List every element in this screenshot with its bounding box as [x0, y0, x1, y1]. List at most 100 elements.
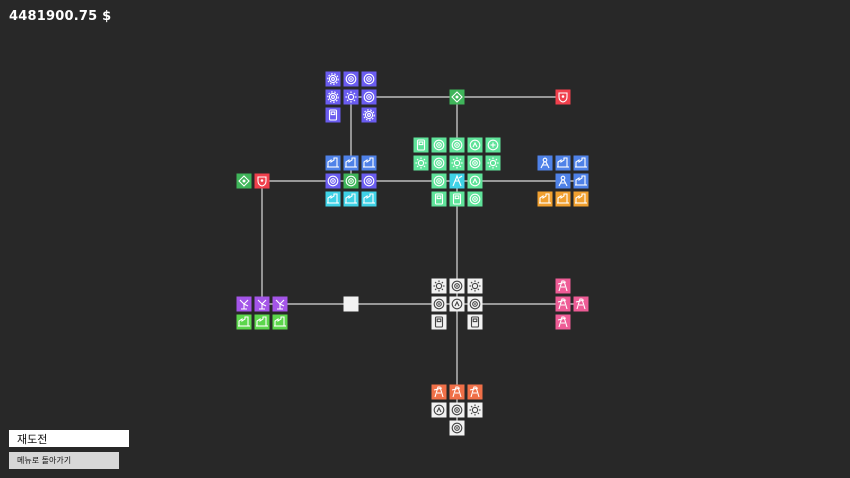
factory-icon	[274, 316, 286, 327]
gear-icon-tile[interactable]	[361, 107, 377, 123]
target-icon-tile[interactable]	[431, 173, 447, 189]
coin-icon-tile[interactable]	[449, 296, 465, 312]
factory-icon	[363, 193, 375, 204]
drill-icon-tile[interactable]	[449, 173, 465, 189]
factory-icon-tile[interactable]	[537, 191, 553, 207]
oil-rig-icon-tile[interactable]	[555, 296, 571, 312]
coin-icon-tile[interactable]	[467, 173, 483, 189]
target-icon-tile[interactable]	[431, 155, 447, 171]
diamond-icon-tile[interactable]	[449, 89, 465, 105]
target-icon-tile[interactable]	[361, 89, 377, 105]
windmill-icon	[275, 299, 285, 310]
target-icon	[345, 73, 357, 85]
tank-icon-tile[interactable]	[325, 107, 341, 123]
diamond-icon-tile[interactable]	[236, 173, 252, 189]
sun-icon	[469, 404, 481, 416]
sun-icon-tile[interactable]	[343, 89, 359, 105]
tank-icon-tile[interactable]	[449, 191, 465, 207]
empty-node-tile[interactable]	[343, 296, 359, 312]
target-icon-tile[interactable]	[343, 71, 359, 87]
factory-icon-tile[interactable]	[236, 314, 252, 330]
tank-icon-tile[interactable]	[431, 314, 447, 330]
target-icon	[451, 422, 463, 434]
back-to-menu-button[interactable]: 메뉴로 돌아가기	[9, 452, 119, 469]
factory-icon-tile[interactable]	[573, 173, 589, 189]
tank-icon-tile[interactable]	[431, 191, 447, 207]
oil-rig-icon-tile[interactable]	[555, 314, 571, 330]
oil-rig-icon	[575, 298, 586, 310]
factory-icon-tile[interactable]	[361, 155, 377, 171]
stepper-icon-tile[interactable]	[485, 137, 501, 153]
worker-icon-tile[interactable]	[537, 155, 553, 171]
target-icon-tile[interactable]	[467, 155, 483, 171]
retry-button[interactable]: 재도전	[9, 430, 129, 447]
sun-icon-tile[interactable]	[485, 155, 501, 171]
gear-icon-tile[interactable]	[325, 89, 341, 105]
target-icon	[433, 157, 445, 169]
drill-icon	[452, 174, 463, 187]
target-icon	[469, 157, 481, 169]
target-icon-tile[interactable]	[467, 296, 483, 312]
tank-icon	[470, 316, 480, 328]
target-icon-tile[interactable]	[449, 278, 465, 294]
worker-icon	[540, 157, 550, 169]
sun-icon-tile[interactable]	[467, 402, 483, 418]
target-icon	[433, 298, 445, 310]
factory-icon	[363, 157, 375, 168]
oil-rig-icon-tile[interactable]	[431, 384, 447, 400]
oil-rig-icon-tile[interactable]	[449, 384, 465, 400]
target-icon	[451, 404, 463, 416]
target-icon	[451, 280, 463, 292]
factory-icon	[575, 175, 587, 186]
factory-icon-tile[interactable]	[272, 314, 288, 330]
target-icon-tile[interactable]	[449, 420, 465, 436]
gear-icon-tile[interactable]	[325, 71, 341, 87]
windmill-icon-tile[interactable]	[236, 296, 252, 312]
sun-icon	[415, 157, 427, 169]
target-icon-tile[interactable]	[431, 137, 447, 153]
sun-icon-tile[interactable]	[431, 278, 447, 294]
diamond-icon	[451, 91, 463, 103]
shield-icon-tile[interactable]	[555, 89, 571, 105]
factory-icon	[327, 157, 339, 168]
windmill-icon-tile[interactable]	[272, 296, 288, 312]
oil-rig-icon	[557, 298, 568, 310]
target-icon-tile[interactable]	[467, 191, 483, 207]
factory-icon-tile[interactable]	[573, 191, 589, 207]
target-icon-tile[interactable]	[343, 173, 359, 189]
tank-icon-tile[interactable]	[467, 314, 483, 330]
sun-icon-tile[interactable]	[449, 155, 465, 171]
factory-icon-tile[interactable]	[555, 155, 571, 171]
coin-icon-tile[interactable]	[431, 402, 447, 418]
target-icon-tile[interactable]	[449, 137, 465, 153]
target-icon	[451, 139, 463, 151]
shield-icon-tile[interactable]	[254, 173, 270, 189]
target-icon-tile[interactable]	[449, 402, 465, 418]
sun-icon-tile[interactable]	[467, 278, 483, 294]
factory-icon-tile[interactable]	[573, 155, 589, 171]
target-icon	[433, 139, 445, 151]
windmill-icon-tile[interactable]	[254, 296, 270, 312]
coin-icon-tile[interactable]	[467, 137, 483, 153]
target-icon-tile[interactable]	[431, 296, 447, 312]
tank-icon-tile[interactable]	[413, 137, 429, 153]
oil-rig-icon-tile[interactable]	[555, 278, 571, 294]
target-icon	[433, 175, 445, 187]
target-icon	[363, 175, 375, 187]
factory-icon-tile[interactable]	[343, 191, 359, 207]
factory-icon-tile[interactable]	[325, 191, 341, 207]
oil-rig-icon	[451, 386, 462, 398]
factory-icon-tile[interactable]	[254, 314, 270, 330]
worker-icon-tile[interactable]	[555, 173, 571, 189]
sun-icon-tile[interactable]	[413, 155, 429, 171]
factory-icon-tile[interactable]	[325, 155, 341, 171]
factory-icon-tile[interactable]	[343, 155, 359, 171]
oil-rig-icon-tile[interactable]	[467, 384, 483, 400]
factory-icon-tile[interactable]	[361, 191, 377, 207]
factory-icon-tile[interactable]	[555, 191, 571, 207]
target-icon-tile[interactable]	[361, 71, 377, 87]
target-icon-tile[interactable]	[361, 173, 377, 189]
diamond-icon	[238, 175, 250, 187]
oil-rig-icon-tile[interactable]	[573, 296, 589, 312]
target-icon-tile[interactable]	[325, 173, 341, 189]
